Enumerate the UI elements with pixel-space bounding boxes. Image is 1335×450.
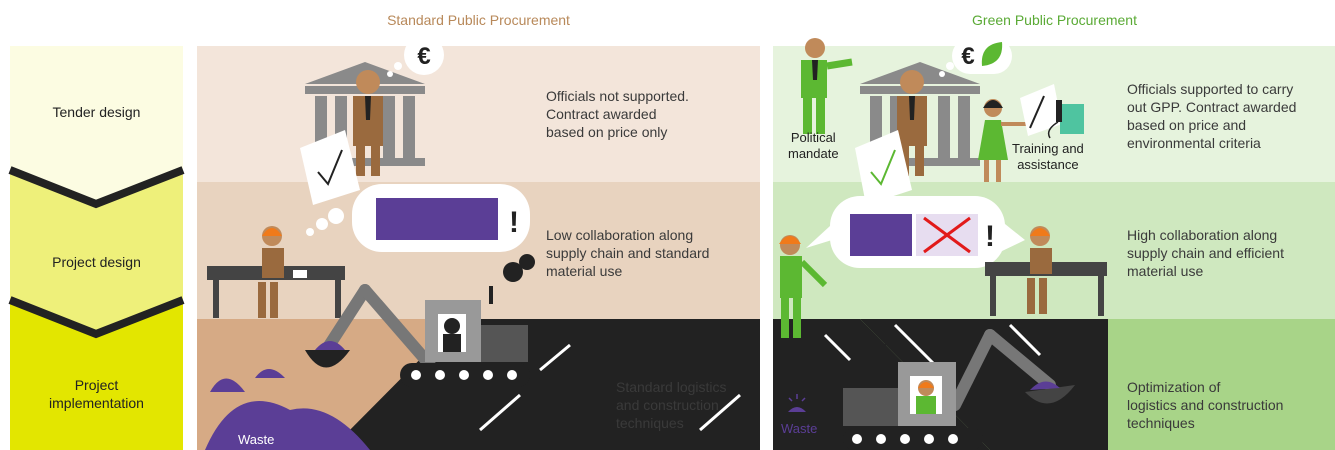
political-mandate-label: Political mandate xyxy=(788,130,839,161)
material-block xyxy=(376,198,498,240)
green-project-description: High collaboration along supply chain an… xyxy=(1127,227,1284,279)
material-block xyxy=(850,214,912,256)
standard-project-description: Low collaboration along supply chain and… xyxy=(546,227,710,279)
official-figure xyxy=(353,70,383,176)
stage-column xyxy=(8,46,185,450)
green-tender-description: Officials supported to carry out GPP. Co… xyxy=(1127,81,1297,151)
green-implementation-description: Optimization of logistics and constructi… xyxy=(1127,379,1284,431)
standard-panel xyxy=(197,35,760,450)
alert-symbol: ! xyxy=(985,220,995,253)
check-card xyxy=(855,130,912,205)
green-procurement-title: Green Public Procurement xyxy=(972,12,1137,28)
worker-figure xyxy=(779,235,828,338)
whiteboard xyxy=(1020,84,1062,136)
euro-symbol: € xyxy=(961,43,974,70)
worker-at-desk xyxy=(207,226,345,318)
green-panel xyxy=(773,38,1335,450)
standard-tender-description: Officials not supported. Contract awarde… xyxy=(546,88,689,140)
euro-thought-bubble xyxy=(404,35,444,75)
waste-label: Waste xyxy=(781,421,818,436)
stage-label-project-implementation: Project implementation xyxy=(49,377,144,411)
waste-pile xyxy=(205,401,370,450)
stage-label-tender-design: Tender design xyxy=(52,104,141,120)
alert-symbol: ! xyxy=(509,206,519,239)
small-waste-pile xyxy=(788,407,806,412)
leaf-icon xyxy=(981,42,1003,66)
standard-procurement-title: Standard Public Procurement xyxy=(387,12,570,28)
excavator-icon xyxy=(305,254,535,387)
waste-label: Waste xyxy=(238,432,275,447)
standard-implementation-description: Standard logistics and construction tech… xyxy=(616,379,727,431)
stage-label-project-design: Project design xyxy=(52,254,141,270)
excavator-icon xyxy=(843,329,1075,450)
telephone-icon xyxy=(1047,100,1084,139)
trainer-figure xyxy=(978,99,1030,182)
euro-symbol: € xyxy=(417,43,430,70)
training-assistance-label: Training and assistance xyxy=(1012,141,1084,172)
worker-at-desk xyxy=(985,226,1107,316)
check-card xyxy=(300,130,360,205)
politician-figure xyxy=(801,38,853,134)
